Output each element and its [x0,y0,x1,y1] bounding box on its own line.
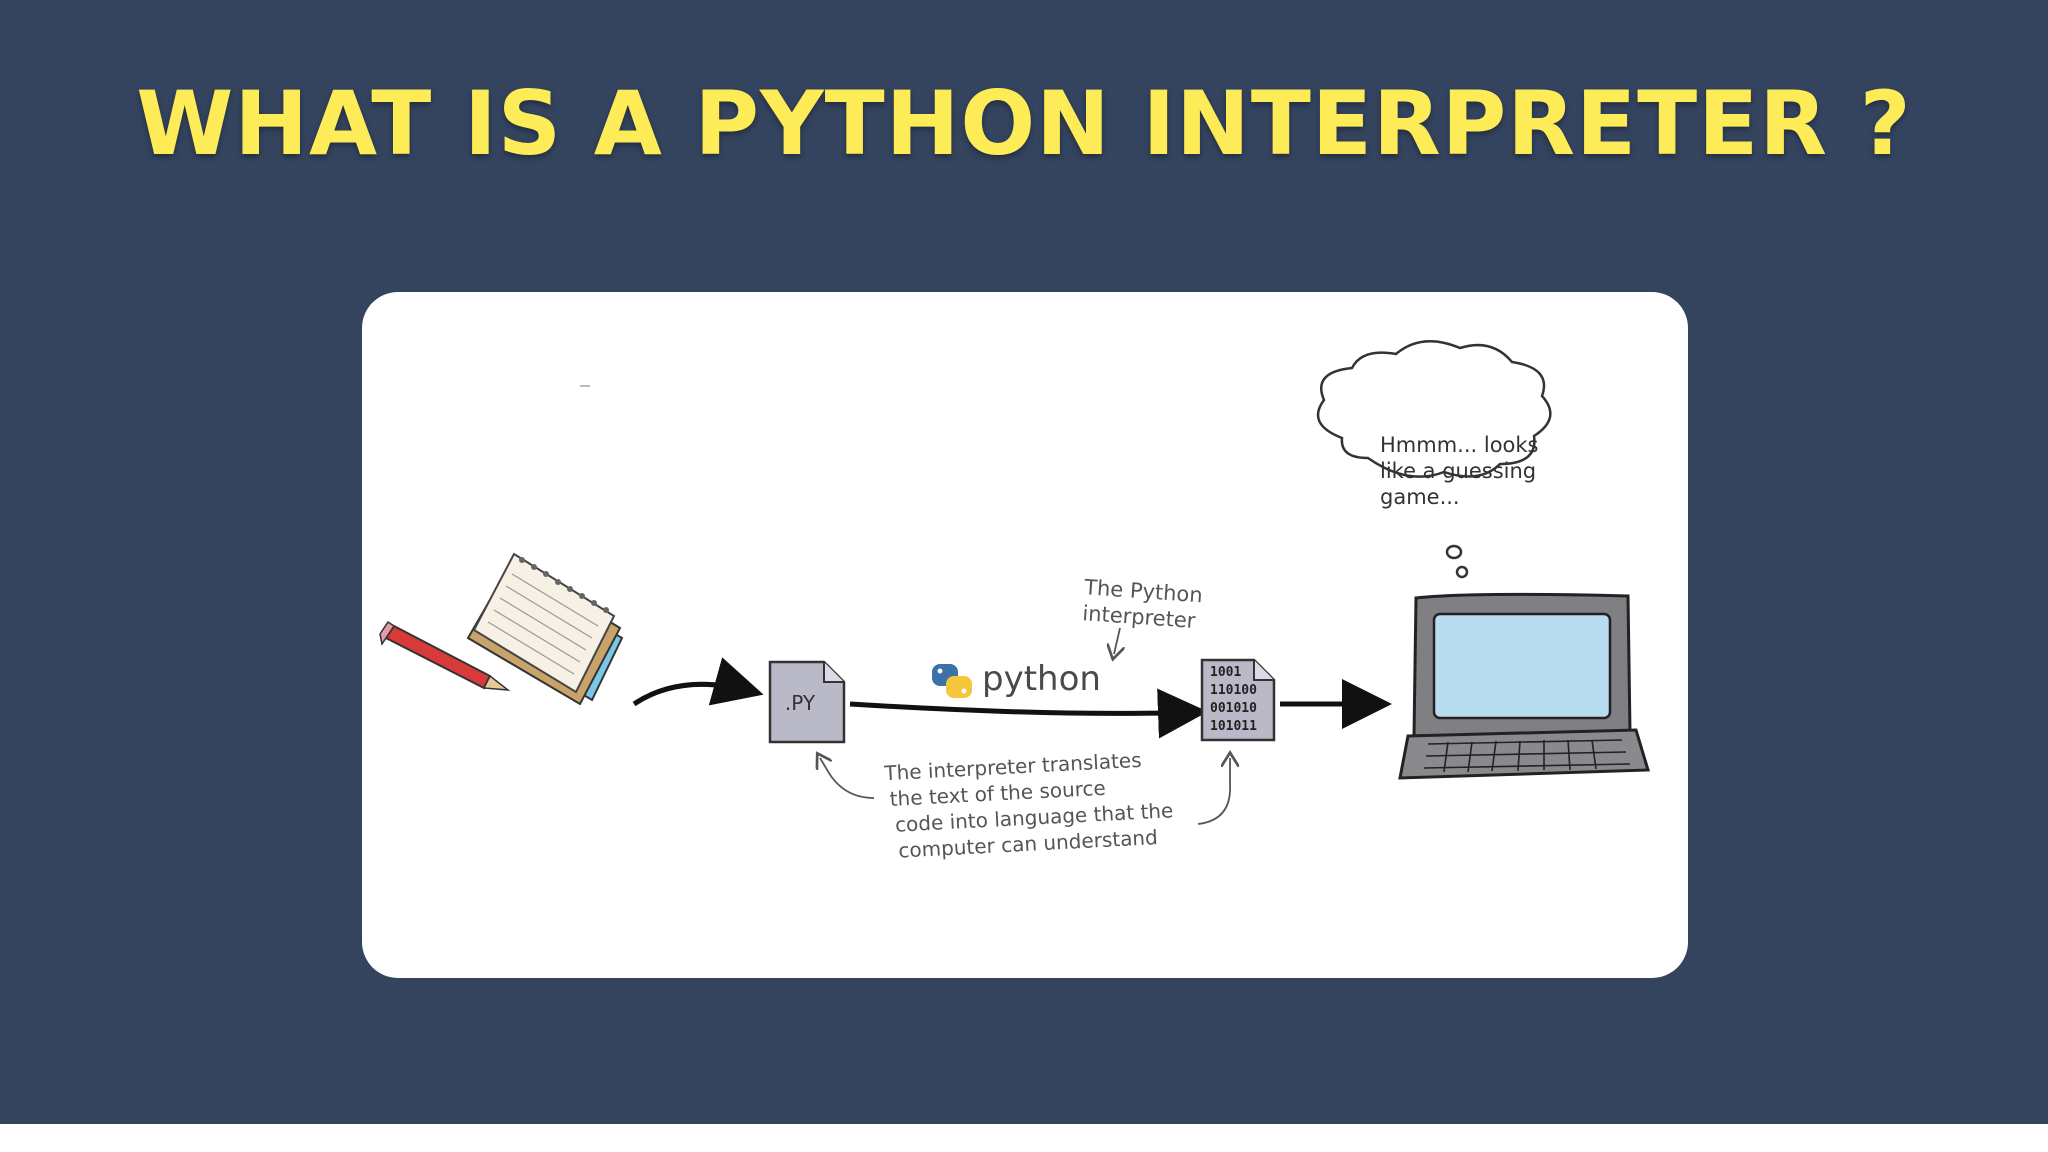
note-arrow-left [820,758,875,799]
slide-background: WHAT IS A PYTHON INTERPRETER ? [0,0,2048,1124]
arrow-to-source-file [632,657,764,707]
source-file-label: .PY [785,691,816,715]
interpreter-pointer [1114,627,1120,654]
arrow-interpret [849,688,1208,739]
pencil-icon [379,620,511,691]
notepad-icon [466,552,624,706]
python-logo-text: python [982,659,1101,699]
binary-file-icon [1200,658,1276,742]
interpreter-label: The Python interpreter [1081,575,1210,634]
interpreter-diagram: .PY python The Python interpreter [379,340,1650,863]
diagram-card: .PY python The Python interpreter [362,292,1688,978]
translation-note: The interpreter translates the text of t… [883,746,1182,863]
laptop-icon [1398,592,1650,780]
thought-bubble-text: Hmmm... looks like a guessing game... [1380,433,1545,509]
slide-title: WHAT IS A PYTHON INTERPRETER ? [136,72,1912,175]
python-logo-icon [932,664,972,698]
source-file-icon [768,660,846,744]
note-arrow-right [1197,758,1230,825]
thought-bubble [1316,340,1552,579]
binary-content: 1001 110100 001010 101011 [1210,665,1265,734]
